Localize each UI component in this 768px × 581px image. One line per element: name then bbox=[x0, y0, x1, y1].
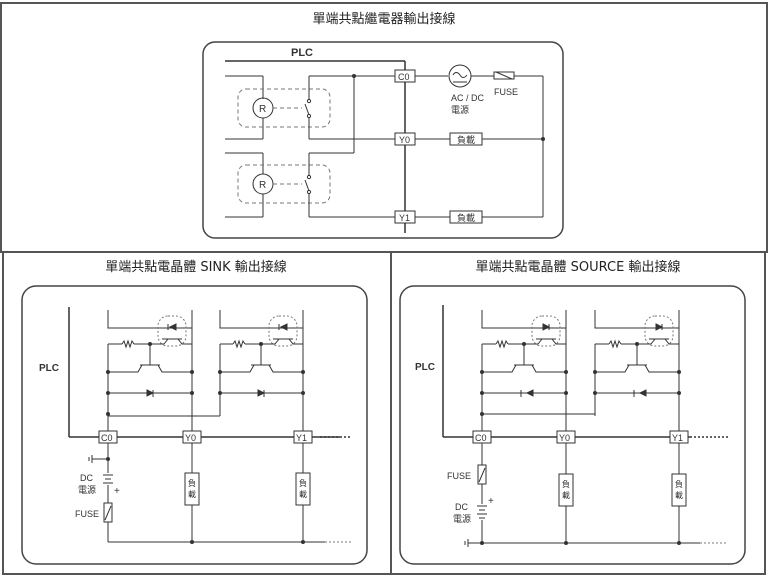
sink-load-y1-label-1: 負 bbox=[299, 478, 307, 488]
relay-load-y1-label: 負載 bbox=[457, 212, 475, 223]
relay-coil-2-label: R bbox=[259, 180, 266, 191]
source-plus-label: + bbox=[488, 496, 494, 507]
source-terminal-y0-label: Y0 bbox=[559, 433, 570, 443]
sink-diagram bbox=[21, 285, 368, 565]
source-load-y1-label-1: 負 bbox=[675, 479, 683, 489]
source-diagram bbox=[399, 285, 746, 565]
relay-terminal-c0-label: C0 bbox=[398, 72, 410, 82]
sink-load-y0-label-1: 負 bbox=[188, 478, 196, 488]
source-terminal-c0-label: C0 bbox=[475, 433, 487, 443]
relay-diagram bbox=[202, 41, 564, 239]
relay-power-label-1: AC / DC bbox=[451, 93, 485, 103]
sink-panel-title: 單端共點電晶體 SINK 輸出接線 bbox=[105, 260, 287, 275]
relay-1-dashed-box bbox=[237, 88, 331, 128]
source-load-y0-label-2: 載 bbox=[562, 490, 570, 500]
relay-labels: PLC R R C0 Y0 Y1 AC / DC 電源 FUSE 負載 負載 bbox=[259, 47, 518, 223]
sink-load-y1-label-2: 載 bbox=[299, 489, 307, 499]
source-plc-label: PLC bbox=[415, 362, 435, 373]
relay-terminal-y1-label: Y1 bbox=[399, 213, 410, 223]
sink-terminal-c0-label: C0 bbox=[101, 433, 113, 443]
source-terminal-y1-label: Y1 bbox=[672, 433, 683, 443]
sink-channel-1 bbox=[106, 310, 194, 437]
source-power-label-2: 電源 bbox=[453, 514, 471, 524]
sink-labels: PLC C0 Y0 Y1 DC 電源 + FUSE 負 載 負 載 bbox=[39, 363, 307, 519]
sink-power-label-2: 電源 bbox=[78, 485, 96, 495]
source-labels: PLC C0 Y0 Y1 FUSE + DC 電源 負 載 負 載 bbox=[415, 362, 683, 524]
sink-power-label-1: DC bbox=[80, 473, 93, 483]
source-panel-title: 單端共點電晶體 SOURCE 輸出接線 bbox=[475, 260, 681, 275]
sink-diagram-box bbox=[21, 285, 368, 565]
sink-load-y0-label-2: 載 bbox=[188, 489, 196, 499]
source-channel-1 bbox=[480, 310, 568, 437]
sink-plc-label: PLC bbox=[39, 363, 59, 374]
source-diagram-box bbox=[399, 285, 746, 565]
relay-diagram-box bbox=[202, 41, 564, 239]
source-load-y1-label-2: 載 bbox=[675, 490, 683, 500]
sink-load-y1 bbox=[295, 472, 311, 506]
sink-channel-2 bbox=[218, 310, 305, 437]
relay-fuse-label: FUSE bbox=[494, 87, 518, 97]
sink-load-y0 bbox=[184, 472, 200, 506]
source-fuse-label: FUSE bbox=[447, 471, 471, 481]
relay-coil-1-label: R bbox=[259, 104, 266, 115]
source-load-y0 bbox=[558, 473, 574, 507]
source-channel-2 bbox=[593, 310, 681, 437]
relay-2-dashed-box bbox=[237, 164, 331, 204]
relay-terminal-y0-label: Y0 bbox=[399, 135, 410, 145]
ac-dc-source-symbol bbox=[448, 64, 472, 88]
relay-power-label-2: 電源 bbox=[451, 105, 469, 115]
sink-fuse-label: FUSE bbox=[75, 509, 99, 519]
sink-plus-label: + bbox=[114, 486, 120, 497]
source-load-y1 bbox=[671, 473, 687, 507]
relay-load-y0-label: 負載 bbox=[457, 134, 475, 145]
source-load-y0-label-1: 負 bbox=[562, 479, 570, 489]
source-power-label-1: DC bbox=[455, 502, 468, 512]
relay-plc-label: PLC bbox=[291, 47, 313, 59]
sink-terminal-y0-label: Y0 bbox=[185, 433, 196, 443]
relay-panel-title: 單端共點繼電器輸出接線 bbox=[312, 12, 456, 27]
source-panel-frame bbox=[390, 251, 766, 575]
sink-terminal-y1-label: Y1 bbox=[296, 433, 307, 443]
